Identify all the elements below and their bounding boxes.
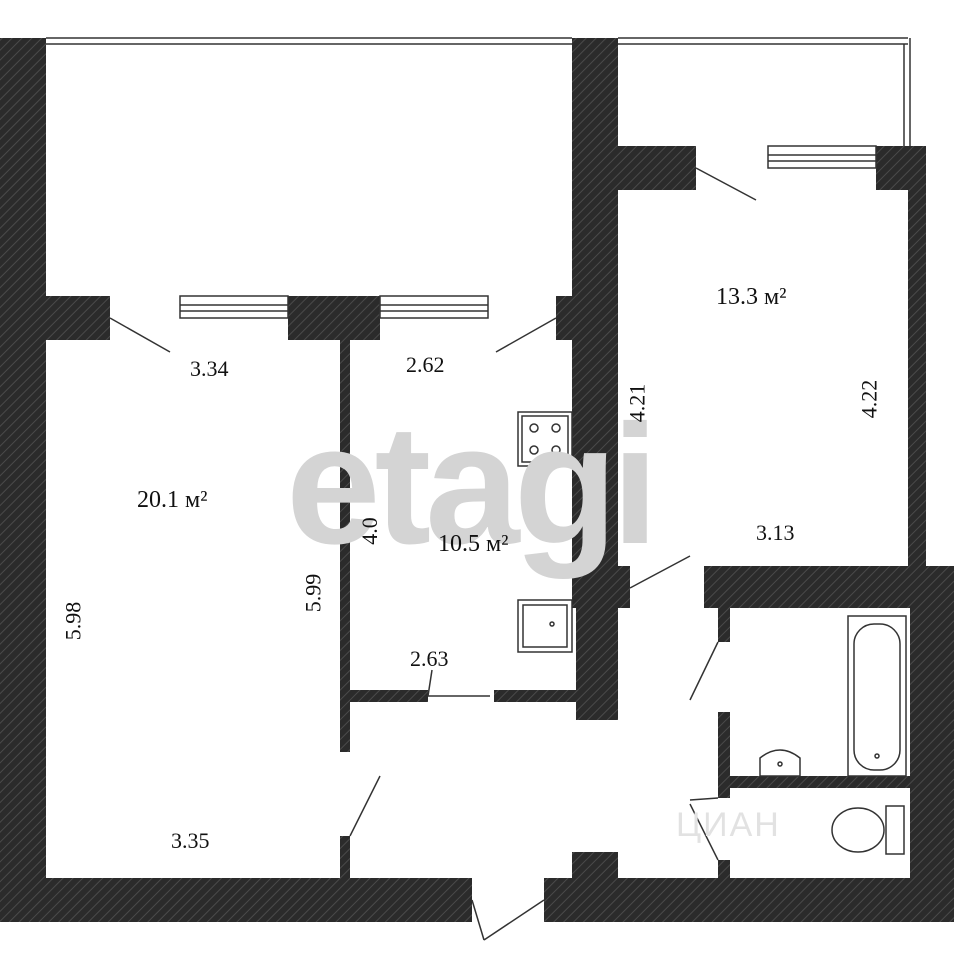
sink-icon <box>517 599 573 653</box>
watermark-logo: etagi <box>286 390 659 580</box>
bedroom-height-left: 4.21 <box>624 383 650 423</box>
living-room-width-top: 3.34 <box>190 356 229 381</box>
bedroom-width: 3.13 <box>756 520 795 545</box>
watermark-secondary: ЦИАН <box>676 806 781 844</box>
kitchen-width-bottom: 2.63 <box>410 646 449 671</box>
balconies <box>46 37 911 146</box>
living-room-width-bottom: 3.35 <box>171 828 210 853</box>
stove-icon <box>517 411 573 467</box>
living-room-area: 20.1 м² <box>137 487 208 513</box>
bedroom-height-right: 4.22 <box>856 379 882 419</box>
bathtub-icon <box>847 615 907 777</box>
kitchen-width-top: 2.62 <box>406 352 445 377</box>
walls <box>0 38 954 922</box>
living-room-height-left: 5.98 <box>60 601 86 641</box>
windows <box>179 145 877 319</box>
kitchen-height: 4.0 <box>356 517 382 545</box>
kitchen-area: 10.5 м² <box>438 531 509 557</box>
washbasin-icon <box>759 749 801 777</box>
bedroom-area: 13.3 м² <box>716 284 787 310</box>
doors <box>109 167 757 941</box>
living-room-height-right: 5.99 <box>300 573 326 613</box>
toilet-icon <box>831 805 905 855</box>
